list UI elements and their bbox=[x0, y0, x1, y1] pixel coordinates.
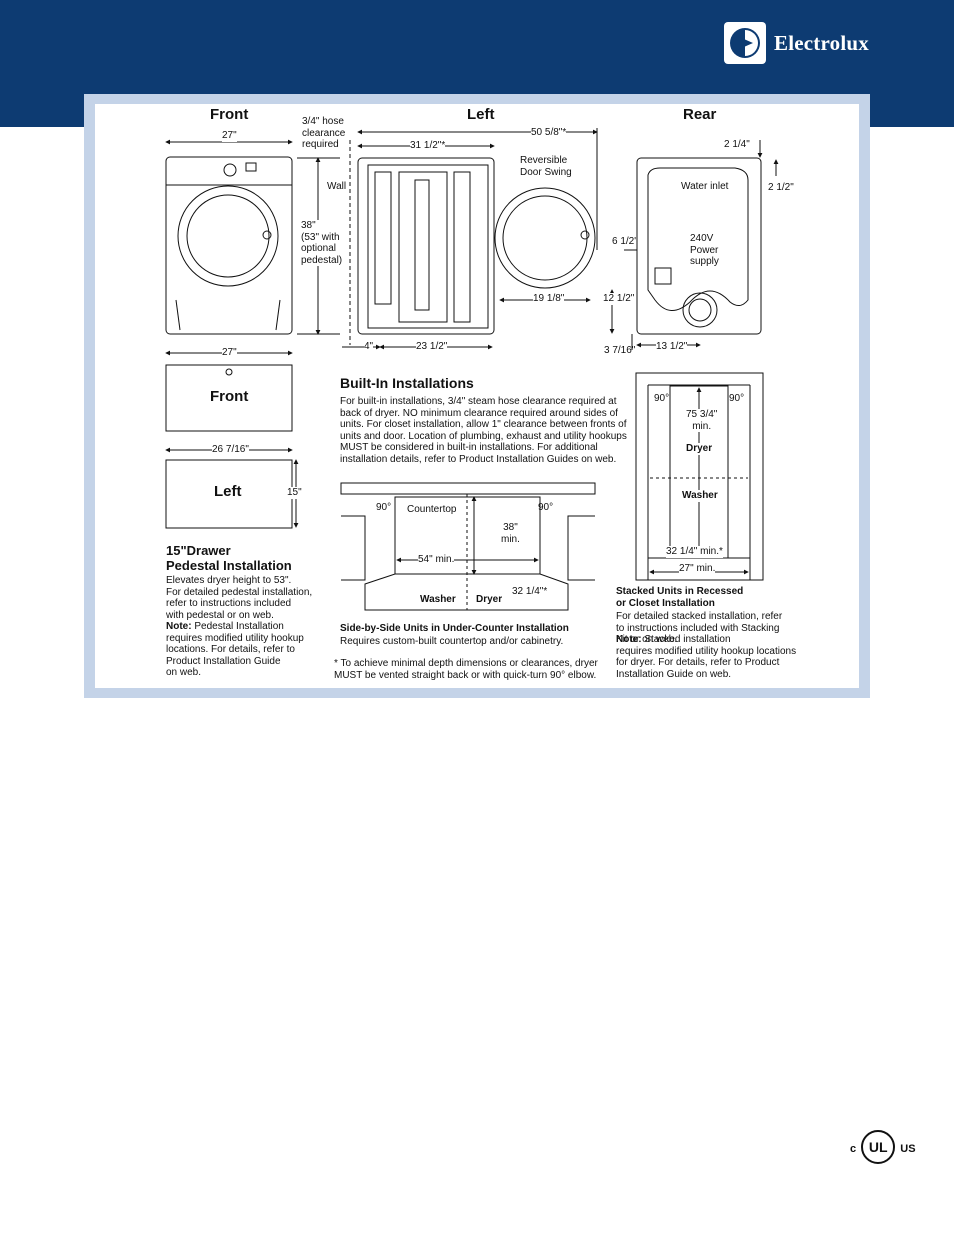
builtin-washer-label: Washer bbox=[420, 594, 456, 605]
front-view-heading: Front bbox=[210, 106, 249, 123]
pedestal-note-text: Pedestal Installation requires modified … bbox=[166, 621, 304, 679]
stacked-note-label: Note: bbox=[616, 634, 642, 645]
builtin-angle-right: 90° bbox=[538, 502, 554, 513]
builtin-width-min: 54" min. bbox=[418, 554, 455, 566]
pedestal-left-label: Left bbox=[214, 483, 242, 500]
pedestal-note-label: Note: bbox=[166, 621, 192, 632]
pedestal-description: Elevates dryer height to 53". For detail… bbox=[166, 575, 313, 621]
ul-certification-mark: c UL US bbox=[850, 1130, 916, 1164]
countertop-label: Countertop bbox=[407, 504, 457, 516]
stacked-note-text: Stacked installation requires modified u… bbox=[616, 634, 797, 680]
pedestal-height: 15" bbox=[287, 487, 302, 499]
rear-view-heading: Rear bbox=[683, 106, 717, 123]
stacked-depth-min: 32 1/4" min.* bbox=[666, 546, 723, 558]
ul-mark-text: UL bbox=[868, 1139, 888, 1155]
door-swing-label: Reversible Door Swing bbox=[520, 155, 572, 178]
stacked-washer-label: Washer bbox=[682, 490, 718, 502]
under-counter-subcaption: Requires custom-built countertop and/or … bbox=[340, 636, 564, 647]
pedestal-front-drawing bbox=[165, 364, 293, 432]
depth-door-open-label: 50 5/8"* bbox=[531, 127, 567, 139]
ul-left: c bbox=[850, 1143, 857, 1155]
pedestal-title: 15"Drawer Pedestal Installation bbox=[166, 543, 292, 573]
rear-side-dim: 6 1/2" bbox=[612, 236, 638, 247]
ul-logo-icon: UL bbox=[861, 1130, 896, 1164]
builtin-depth-min: 32 1/4"* bbox=[512, 586, 548, 598]
stacked-dryer-label: Dryer bbox=[686, 443, 713, 455]
pedestal-front-label: Front bbox=[210, 388, 249, 405]
pedestal-front-width: 27" bbox=[222, 347, 237, 359]
brand-name: Electrolux bbox=[774, 30, 869, 55]
builtin-angle-left: 90° bbox=[376, 502, 392, 513]
stacked-angle-right: 90° bbox=[729, 393, 745, 405]
rear-bottom-dim: 3 7/16" bbox=[604, 345, 636, 356]
pedestal-left-width: 26 7/16" bbox=[212, 444, 249, 456]
builtin-title: Built-In Installations bbox=[340, 375, 474, 391]
hose-clearance-label: 3/4" hose clearance required bbox=[302, 116, 346, 151]
stacked-angle-left: 90° bbox=[654, 393, 670, 405]
wall-label: Wall bbox=[327, 181, 347, 192]
brand-logo: Electrolux bbox=[724, 22, 869, 64]
builtin-height-min: 38" min. bbox=[501, 522, 520, 546]
rear-top-dim-1: 2 1/4" bbox=[724, 139, 750, 150]
power-supply-label: 240V Power supply bbox=[690, 233, 719, 268]
vent-footnote: * To achieve minimal depth dimensions or… bbox=[334, 658, 598, 681]
water-inlet-label: Water inlet bbox=[681, 181, 729, 193]
stacked-width-min: 27" min. bbox=[679, 563, 716, 575]
stacked-closet-diagram bbox=[635, 372, 764, 581]
ul-right: US bbox=[900, 1143, 916, 1155]
dryer-side-view bbox=[357, 157, 596, 335]
vent-offset-label: 13 1/2" bbox=[656, 341, 688, 353]
under-counter-caption: Side-by-Side Units in Under-Counter Inst… bbox=[340, 623, 569, 634]
builtin-description: For built-in installations, 3/4" steam h… bbox=[340, 396, 627, 465]
electrolux-logo-icon bbox=[724, 22, 766, 64]
dryer-width-label: 27" bbox=[222, 130, 237, 142]
dryer-height-label: 38" (53" with optional pedestal) bbox=[301, 220, 343, 267]
builtin-dryer-label: Dryer bbox=[476, 594, 503, 605]
left-view-heading: Left bbox=[467, 106, 495, 123]
rear-top-dim-2: 2 1/2" bbox=[768, 182, 794, 193]
under-counter-diagram bbox=[340, 482, 596, 611]
dryer-front-view bbox=[165, 156, 293, 335]
stacked-note: Note: Stacked installation requires modi… bbox=[616, 634, 796, 680]
depth-label: 31 1/2"* bbox=[410, 140, 446, 152]
vent-height-label: 12 1/2" bbox=[603, 293, 635, 305]
pedestal-note: Note: Pedestal Installation requires mod… bbox=[166, 621, 304, 679]
door-dim-label: 19 1/8" bbox=[533, 293, 565, 305]
cabinet-depth-label: 23 1/2" bbox=[416, 341, 448, 353]
stacked-height-min: 75 3/4" min. bbox=[686, 409, 718, 433]
dryer-rear-view bbox=[636, 157, 762, 335]
stacked-caption: Stacked Units in Recessed or Closet Inst… bbox=[616, 586, 744, 609]
wall-gap-label: 4" bbox=[364, 341, 374, 353]
stacked-description: For detailed stacked installation, refer… bbox=[616, 611, 783, 646]
